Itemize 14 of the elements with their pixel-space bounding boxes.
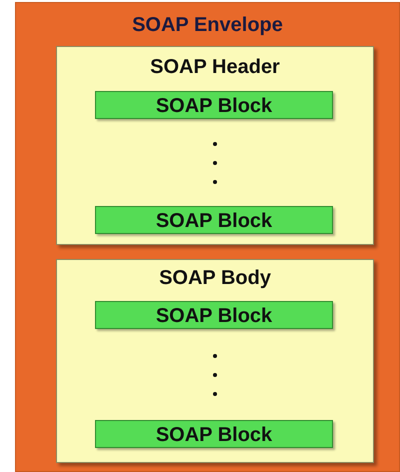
block-label: SOAP Block	[156, 305, 272, 327]
section-box	[56, 259, 374, 463]
block-box	[95, 206, 333, 234]
block-label: SOAP Block	[156, 95, 272, 117]
envelope-box	[15, 2, 400, 472]
block-box	[95, 420, 333, 448]
section-title: SOAP Header	[150, 56, 280, 78]
section-title: SOAP Envelope	[132, 14, 283, 36]
block-box	[95, 91, 333, 119]
section-title: SOAP Body	[159, 267, 271, 289]
section-box	[56, 46, 374, 245]
block-label: SOAP Block	[156, 210, 272, 232]
block-label: SOAP Block	[156, 424, 272, 446]
block-box	[95, 301, 333, 329]
